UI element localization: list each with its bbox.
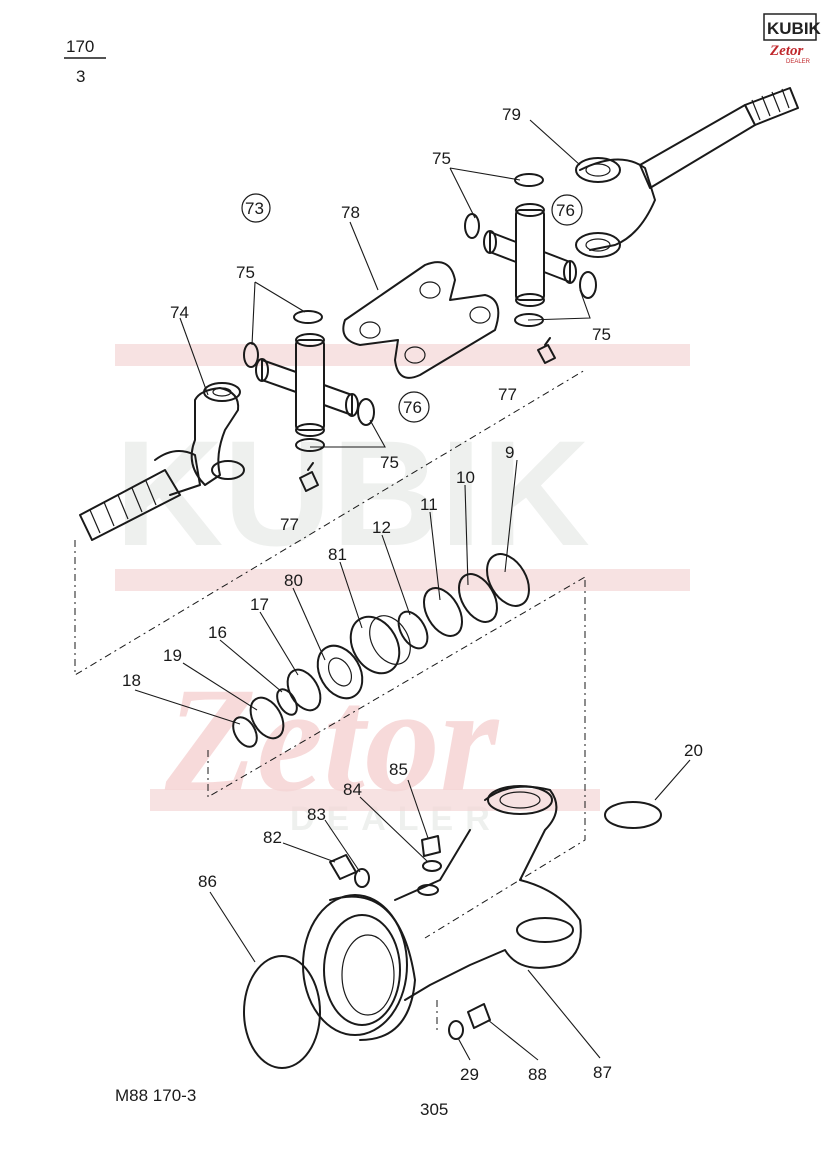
part-76-cross-right xyxy=(483,203,577,307)
watermark-brand: KUBIK xyxy=(115,409,590,577)
sheet-number: 170 3 xyxy=(64,37,106,86)
assembly-lines xyxy=(74,369,586,1032)
callout-16: 16 xyxy=(208,623,227,642)
callout-87: 87 xyxy=(593,1063,612,1082)
part-20-cap xyxy=(604,801,662,829)
callout-ring-76-a xyxy=(551,194,583,226)
leader-lines xyxy=(134,119,691,1061)
callout-18: 18 xyxy=(122,671,141,690)
part-75-circlips xyxy=(243,173,597,452)
callout-78: 78 xyxy=(341,203,360,222)
callout-ring-73 xyxy=(241,193,271,223)
watermark-stripes xyxy=(115,344,690,811)
callout-12: 12 xyxy=(372,518,391,537)
callout-labels: 73 74 75 75 75 75 76 76 77 77 78 79 9 10… xyxy=(122,105,703,1084)
logo-box xyxy=(763,13,817,41)
callout-20: 20 xyxy=(684,741,703,760)
bearing-stack xyxy=(232,553,530,748)
watermark: KUBIK Zetor DEALER xyxy=(115,344,690,838)
callout-77-b: 77 xyxy=(280,515,299,534)
callout-29: 29 xyxy=(460,1065,479,1084)
footer-page: 305 xyxy=(420,1100,448,1119)
callout-79: 79 xyxy=(502,105,521,124)
part-86-o-ring xyxy=(243,955,321,1069)
callout-10: 10 xyxy=(456,468,475,487)
logo-sub: Zetor xyxy=(769,43,803,59)
callout-ring-76-b xyxy=(398,391,430,423)
part-cross-left xyxy=(255,333,359,437)
callout-80: 80 xyxy=(284,571,303,590)
callout-84: 84 xyxy=(343,780,362,799)
callout-83: 83 xyxy=(307,805,326,824)
bolt-washer xyxy=(448,1003,491,1040)
callout-82: 82 xyxy=(263,828,282,847)
callout-74: 74 xyxy=(170,303,189,322)
callout-9: 9 xyxy=(505,443,514,462)
callout-75-c: 75 xyxy=(592,325,611,344)
callout-77-a: 77 xyxy=(498,385,517,404)
callout-81: 81 xyxy=(328,545,347,564)
callout-75-a: 75 xyxy=(432,149,451,168)
callout-73: 73 xyxy=(245,199,264,218)
part-79-shaft-yoke xyxy=(575,87,799,258)
callout-75-b: 75 xyxy=(236,263,255,282)
callout-11: 11 xyxy=(420,495,438,514)
part-74-shaft-yoke xyxy=(79,382,245,541)
logo-brand: KUBIK xyxy=(767,19,822,38)
logo-dealer: DEALER xyxy=(786,59,811,65)
kubik-zetor-logo: KUBIK Zetor DEALER xyxy=(763,13,822,65)
part-78-double-yoke xyxy=(342,261,500,379)
callout-75-d: 75 xyxy=(380,453,399,472)
callout-19: 19 xyxy=(163,646,182,665)
sheet-fraction-bottom: 3 xyxy=(76,67,85,86)
callout-88: 88 xyxy=(528,1065,547,1084)
callout-76-b: 76 xyxy=(403,398,422,417)
callout-17: 17 xyxy=(250,595,269,614)
sheet-fraction-top: 170 xyxy=(66,37,94,56)
callout-85: 85 xyxy=(389,760,408,779)
plugs-washers xyxy=(329,835,442,896)
part-77-grease-nipples xyxy=(299,337,556,492)
footer-code: M88 170-3 xyxy=(115,1086,196,1105)
callout-76-a: 76 xyxy=(556,201,575,220)
callout-86: 86 xyxy=(198,872,217,891)
